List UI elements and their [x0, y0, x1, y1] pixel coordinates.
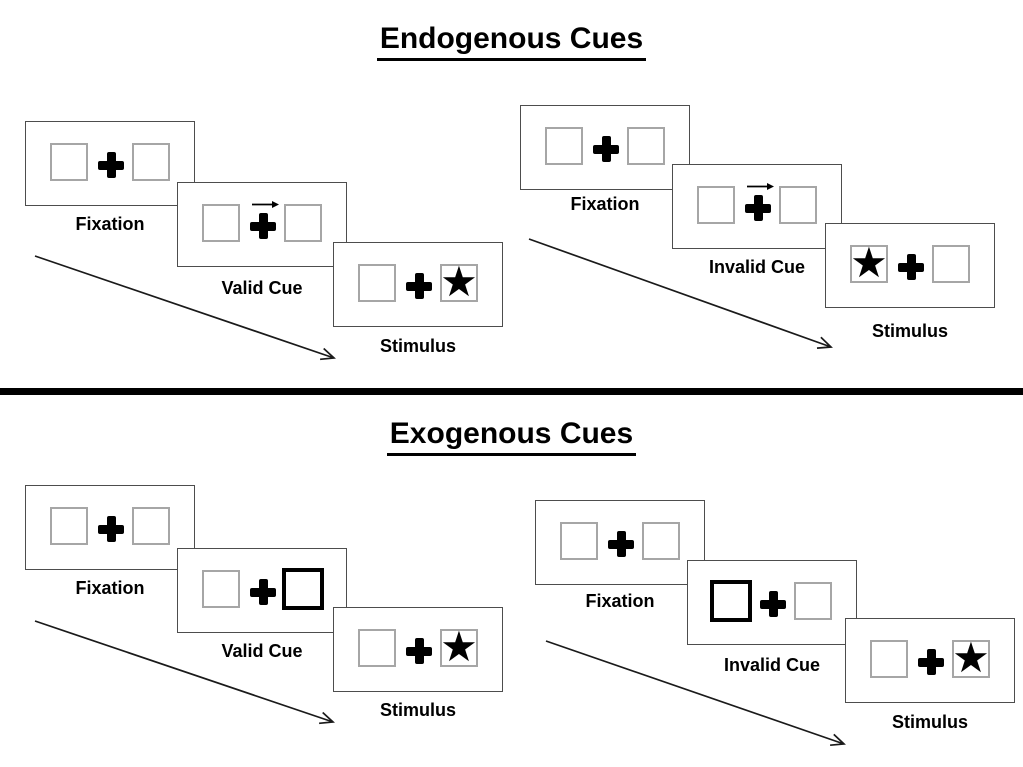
square-left [50, 507, 88, 545]
cue-square-left [710, 580, 752, 622]
fixation-cross-icon [250, 213, 276, 239]
square-left [697, 186, 735, 224]
panel-label-fixation: Fixation [585, 591, 655, 611]
square-left [560, 522, 598, 560]
panel-label-cue: Invalid Cue [708, 257, 806, 277]
sequence-arrow-exogenous-invalid [545, 640, 846, 747]
star-icon: ★ [440, 256, 478, 306]
panel-label-cue: Valid Cue [221, 641, 303, 661]
square-right [779, 186, 817, 224]
panel-stimulus-exogenous-invalid: ★ [845, 618, 1015, 703]
panel-stimulus-endogenous-valid: ★ [333, 242, 503, 327]
square-right [794, 582, 832, 620]
star-icon: ★ [850, 237, 888, 287]
panel-fixation-exogenous-valid [25, 485, 195, 570]
star-icon: ★ [952, 632, 990, 682]
panel-label-stimulus: Stimulus [871, 321, 949, 341]
square-right [284, 204, 322, 242]
fixation-cross-icon [98, 516, 124, 542]
cue-direction-arrow-icon [747, 183, 774, 190]
panel-fixation-exogenous-invalid [535, 500, 705, 585]
section-title-endogenous-text: Endogenous Cues [376, 22, 647, 61]
target-square-left: ★ [850, 237, 888, 287]
panel-label-stimulus: Stimulus [379, 336, 457, 356]
panel-label-fixation: Fixation [75, 214, 145, 234]
square-left [50, 143, 88, 181]
fixation-cross-icon [406, 273, 432, 299]
panel-stimulus-exogenous-valid: ★ [333, 607, 503, 692]
sequence-arrow-exogenous-valid [34, 620, 335, 725]
section-divider [0, 388, 1023, 395]
square-left [870, 640, 908, 678]
cue-square-right [282, 568, 324, 610]
panel-cue-endogenous-valid [177, 182, 347, 267]
square-left [358, 629, 396, 667]
fixation-cross-icon [406, 638, 432, 664]
target-square-right: ★ [440, 621, 478, 671]
panel-label-fixation: Fixation [75, 578, 145, 598]
fixation-cross-icon [98, 152, 124, 178]
square-right [132, 143, 170, 181]
section-title-endogenous: Endogenous Cues [0, 22, 1023, 61]
square-left [358, 264, 396, 302]
panel-fixation-endogenous-invalid [520, 105, 690, 190]
panel-label-stimulus: Stimulus [891, 712, 969, 732]
square-right [627, 127, 665, 165]
star-icon: ★ [440, 621, 478, 671]
fixation-cross-icon [745, 195, 771, 221]
square-left [545, 127, 583, 165]
panel-fixation-endogenous-valid [25, 121, 195, 206]
square-right [642, 522, 680, 560]
panel-cue-exogenous-invalid [687, 560, 857, 645]
target-square-right: ★ [440, 256, 478, 306]
fixation-cross-icon [898, 254, 924, 280]
panel-stimulus-endogenous-invalid: ★ [825, 223, 995, 308]
panel-label-cue: Valid Cue [221, 278, 303, 298]
square-left [202, 570, 240, 608]
panel-label-fixation: Fixation [570, 194, 640, 214]
fixation-cross-icon [593, 136, 619, 162]
section-title-exogenous: Exogenous Cues [0, 417, 1023, 456]
panel-cue-endogenous-invalid [672, 164, 842, 249]
fixation-cross-icon [608, 531, 634, 557]
panel-label-cue: Invalid Cue [723, 655, 821, 675]
fixation-cross-icon [760, 591, 786, 617]
panel-cue-exogenous-valid [177, 548, 347, 633]
panel-label-stimulus: Stimulus [379, 700, 457, 720]
fixation-cross-icon [250, 579, 276, 605]
sequence-arrow-endogenous-invalid [528, 238, 833, 349]
fixation-cross-icon [918, 649, 944, 675]
cue-direction-arrow-icon [252, 201, 279, 208]
section-title-exogenous-text: Exogenous Cues [386, 417, 637, 456]
square-left [202, 204, 240, 242]
target-square-right: ★ [952, 632, 990, 682]
square-right [932, 245, 970, 283]
square-right [132, 507, 170, 545]
sequence-arrow-endogenous-valid [34, 255, 336, 361]
